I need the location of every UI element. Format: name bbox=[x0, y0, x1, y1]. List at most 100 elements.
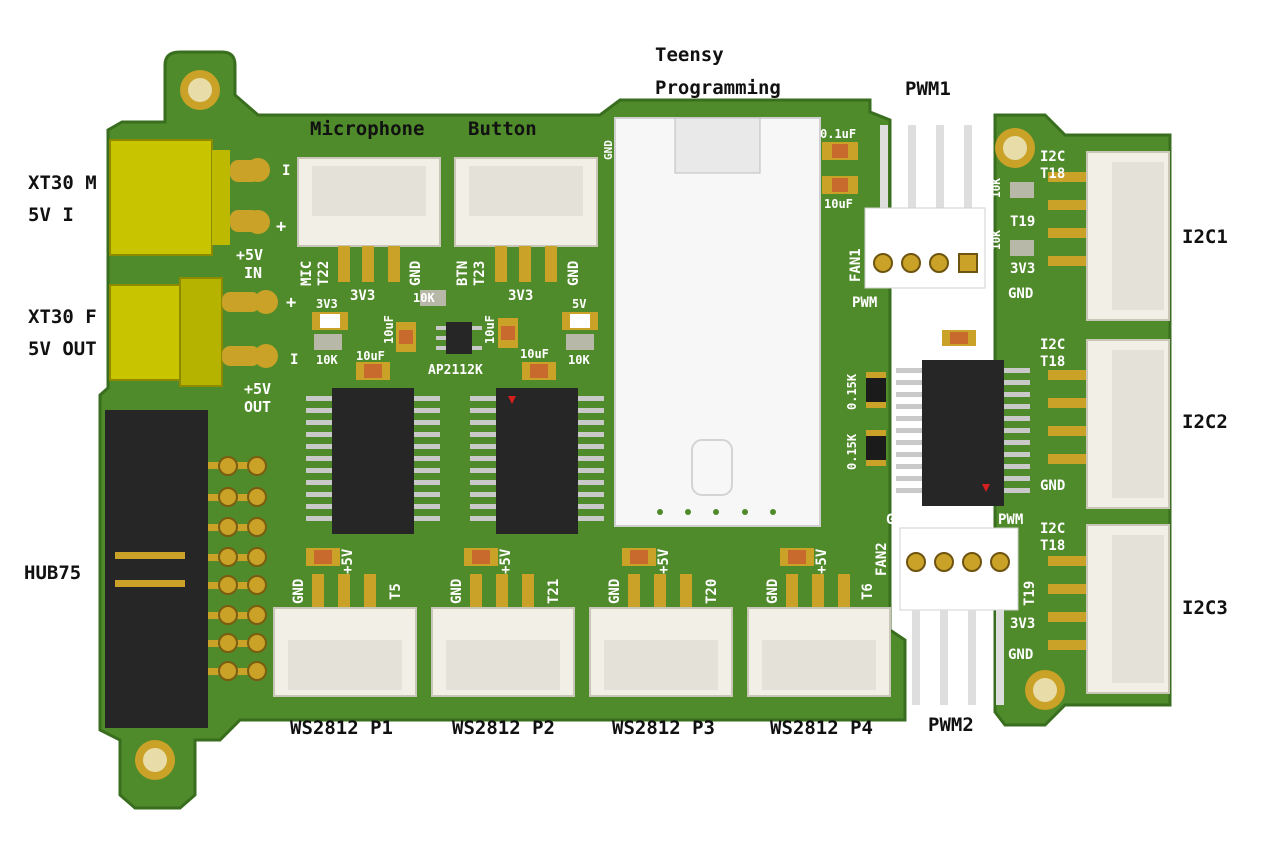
silk-i2c3-3v3: 3V3 bbox=[1010, 616, 1035, 632]
pwm2-fan-header bbox=[899, 527, 1019, 705]
silk-mic: MIC bbox=[299, 261, 315, 286]
silk-10uf-f: 10uF bbox=[942, 315, 971, 329]
mounting-hole-top-right bbox=[995, 128, 1035, 168]
silk-p4-5v: +5V bbox=[814, 548, 830, 574]
silk-ap2112k: AP2112K bbox=[428, 363, 483, 378]
silk-i2c1-3v3: 3V3 bbox=[1010, 261, 1035, 277]
label-i2c2: I2C2 bbox=[1182, 411, 1228, 433]
silkscreen: I + +5V IN + I +5V OUT MIC T22 GND 3V3 B… bbox=[236, 127, 1065, 663]
silk-10k-a: 10K bbox=[316, 353, 338, 367]
silk-btn: BTN bbox=[455, 261, 471, 286]
ic-level-shifter-1 bbox=[306, 388, 440, 534]
silk-teensy-gnd: GND bbox=[602, 140, 615, 160]
silk-i2c2-t18: T18 bbox=[1040, 354, 1065, 370]
label-pwm1: PWM1 bbox=[905, 78, 951, 100]
silk-t23: T23 bbox=[472, 261, 488, 286]
silk-10uf-c: 10uF bbox=[483, 315, 497, 344]
i2c2-jst-connector bbox=[1048, 339, 1170, 509]
ws2812-p3-connector bbox=[589, 574, 733, 697]
silk-fan1-nc: NC bbox=[895, 295, 912, 311]
silk-p3-t20: T20 bbox=[704, 579, 720, 604]
silk-fan1: FAN1 bbox=[848, 248, 864, 282]
silk-p2-t21: T21 bbox=[546, 579, 562, 604]
hub75-header bbox=[105, 410, 267, 728]
silk-5v-out: +5V bbox=[244, 380, 271, 398]
ws2812-p4-connector bbox=[747, 574, 891, 697]
silk-fan1-gnd: GND bbox=[964, 295, 989, 311]
silk-fan2-gnd: GND bbox=[886, 512, 911, 528]
silk-i2c3-t19: T19 bbox=[1022, 581, 1038, 606]
silk-in: IN bbox=[244, 264, 262, 282]
silk-mic-gnd: GND bbox=[408, 261, 424, 286]
ws2812-p1-connector bbox=[273, 574, 417, 697]
silk-p3-gnd: GND bbox=[607, 579, 623, 604]
silk-i2c3-i2c: I2C bbox=[1040, 521, 1065, 537]
silk-3v3-led: 3V3 bbox=[316, 297, 338, 311]
button-jst-connector bbox=[454, 157, 598, 282]
silk-10uf-a: 10uF bbox=[356, 349, 385, 363]
silk-mic-3v3: 3V3 bbox=[350, 288, 375, 304]
silk-10k-c: 10K bbox=[568, 353, 590, 367]
mounting-hole-bottom-right bbox=[1025, 670, 1065, 710]
silk-p2-5v: +5V bbox=[498, 548, 514, 574]
label-ws2812-p2: WS2812 P2 bbox=[452, 717, 555, 739]
label-button: Button bbox=[468, 118, 537, 140]
silk-t22: T22 bbox=[316, 261, 332, 286]
ic-level-shifter-2 bbox=[470, 388, 604, 534]
silk-i2c1-i2c: I2C bbox=[1040, 149, 1065, 165]
silk-i2c1-gnd: GND bbox=[1008, 286, 1033, 302]
silk-out: OUT bbox=[244, 398, 271, 416]
i2c1-jst-connector bbox=[1048, 151, 1170, 321]
ic-level-shifter-3 bbox=[896, 360, 1030, 506]
pwm1-fan-header bbox=[864, 125, 986, 289]
silk-p3-5v: +5V bbox=[656, 548, 672, 574]
ws2812-p2-connector bbox=[431, 574, 575, 697]
silk-minus-out: I bbox=[290, 352, 298, 368]
teensy-module bbox=[614, 117, 821, 527]
silk-plus-out: + bbox=[286, 293, 296, 313]
resistor-015k-1 bbox=[866, 372, 886, 408]
label-ws2812-p1: WS2812 P1 bbox=[290, 717, 393, 739]
mounting-hole-top-left bbox=[180, 70, 220, 110]
label-hub75: HUB75 bbox=[24, 562, 82, 584]
silk-5v-led: 5V bbox=[572, 297, 586, 311]
silk-10k-d: 10K bbox=[990, 178, 1003, 198]
silk-i2c3-t18: T18 bbox=[1040, 538, 1065, 554]
silk-015k-a: 0.15K bbox=[845, 373, 859, 410]
silk-10uf-d: 10uF bbox=[520, 347, 549, 361]
silk-fan2-pwm: PWM bbox=[998, 512, 1023, 528]
microphone-jst-connector bbox=[297, 157, 441, 282]
silk-i2c1-t18: T18 bbox=[1040, 166, 1065, 182]
silk-015k-b: 0.15K bbox=[845, 433, 859, 470]
silk-minus-in: I bbox=[282, 163, 290, 179]
label-xt30f: XT30 F bbox=[28, 306, 97, 328]
silk-fan1-5v: +5V bbox=[922, 295, 948, 311]
label-programming: Programming bbox=[655, 77, 781, 99]
silk-10uf-e: 10uF bbox=[824, 197, 853, 211]
silk-p1-gnd: GND bbox=[291, 579, 307, 604]
silk-btn-gnd: GND bbox=[566, 261, 582, 286]
silk-10k-b: 10K bbox=[413, 291, 435, 305]
label-ws2812-p4: WS2812 P4 bbox=[770, 717, 873, 739]
silk-fan1-pwm: PWM bbox=[852, 295, 877, 311]
label-xt30f-sub: 5V OUT bbox=[28, 338, 97, 360]
silk-p1-t5: T5 bbox=[388, 583, 404, 600]
silk-btn-3v3: 3V3 bbox=[508, 288, 533, 304]
silk-p4-t6: T6 bbox=[860, 583, 876, 600]
silk-p4-gnd: GND bbox=[765, 579, 781, 604]
xt30m-connector bbox=[109, 139, 270, 256]
smd-components bbox=[306, 142, 1034, 566]
label-pwm2: PWM2 bbox=[928, 714, 974, 736]
label-ws2812-p3: WS2812 P3 bbox=[612, 717, 715, 739]
silk-01uf: 0.1uF bbox=[820, 127, 856, 141]
resistor-015k-2 bbox=[866, 430, 886, 466]
silk-p2-gnd: GND bbox=[449, 579, 465, 604]
silk-fan2-nc: NC bbox=[968, 512, 985, 528]
label-i2c1: I2C1 bbox=[1182, 226, 1228, 248]
ic-ap2112k-regulator bbox=[436, 322, 482, 354]
label-i2c3: I2C3 bbox=[1182, 597, 1228, 619]
silk-i2c3-gnd: GND bbox=[1008, 647, 1033, 663]
silk-i2c2-i2c: I2C bbox=[1040, 337, 1065, 353]
silk-10uf-b: 10uF bbox=[382, 315, 396, 344]
